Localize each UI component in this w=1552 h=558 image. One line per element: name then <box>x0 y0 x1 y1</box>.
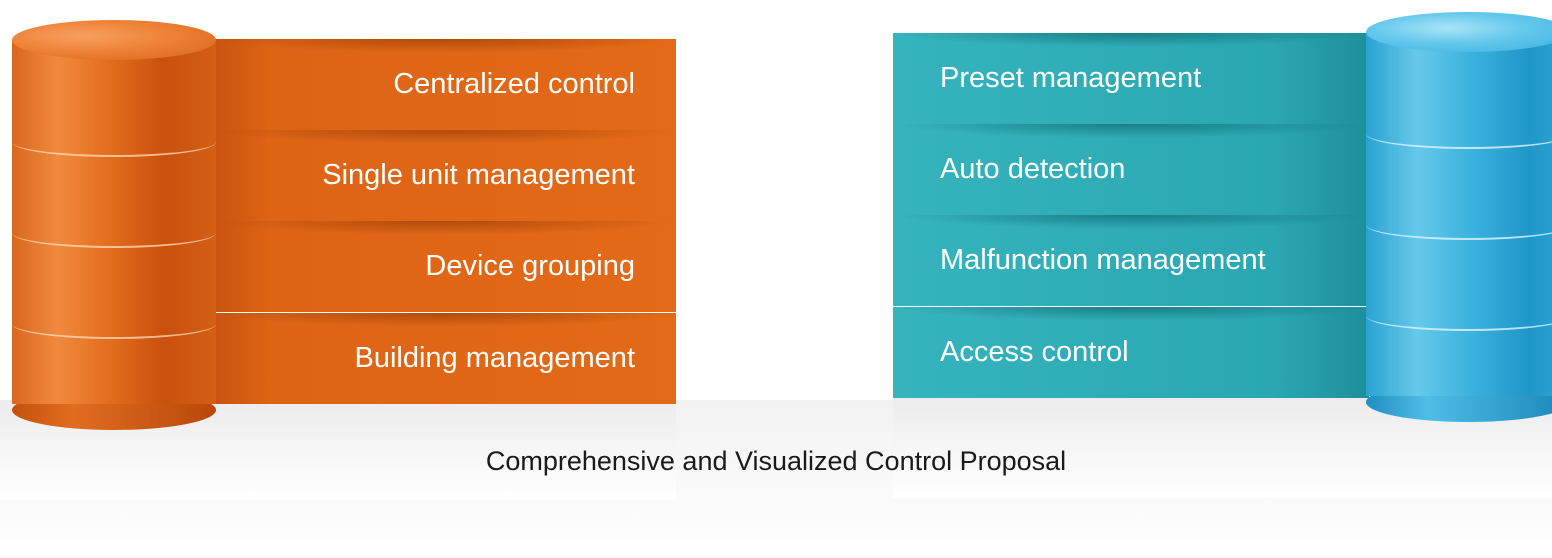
right-item-label: Auto detection <box>940 153 1126 185</box>
left-item-label: Centralized control <box>393 68 635 100</box>
left-item-label: Building management <box>354 342 635 374</box>
left-item-device-grouping: Device grouping <box>214 221 676 312</box>
left-item-single-unit-management: Single unit management <box>214 130 676 221</box>
left-item-centralized-control: Centralized control <box>214 39 676 130</box>
left-database-cylinder-icon <box>12 12 216 432</box>
right-item-auto-detection: Auto detection <box>893 124 1369 215</box>
right-item-label: Access control <box>940 336 1129 368</box>
left-feature-panel: Centralized control Single unit manageme… <box>214 39 676 404</box>
right-item-label: Preset management <box>940 62 1202 94</box>
right-database-cylinder-icon <box>1366 6 1552 426</box>
right-item-access-control: Access control <box>893 307 1369 398</box>
diagram-caption: Comprehensive and Visualized Control Pro… <box>485 446 1067 476</box>
left-item-label: Device grouping <box>425 250 635 282</box>
left-item-building-management: Building management <box>214 313 676 404</box>
right-item-malfunction-management: Malfunction management <box>893 215 1369 306</box>
right-feature-panel: Preset management Auto detection Malfunc… <box>893 33 1369 398</box>
right-item-label: Malfunction management <box>940 244 1266 276</box>
right-item-preset-management: Preset management <box>893 33 1369 124</box>
left-item-label: Single unit management <box>322 159 635 191</box>
